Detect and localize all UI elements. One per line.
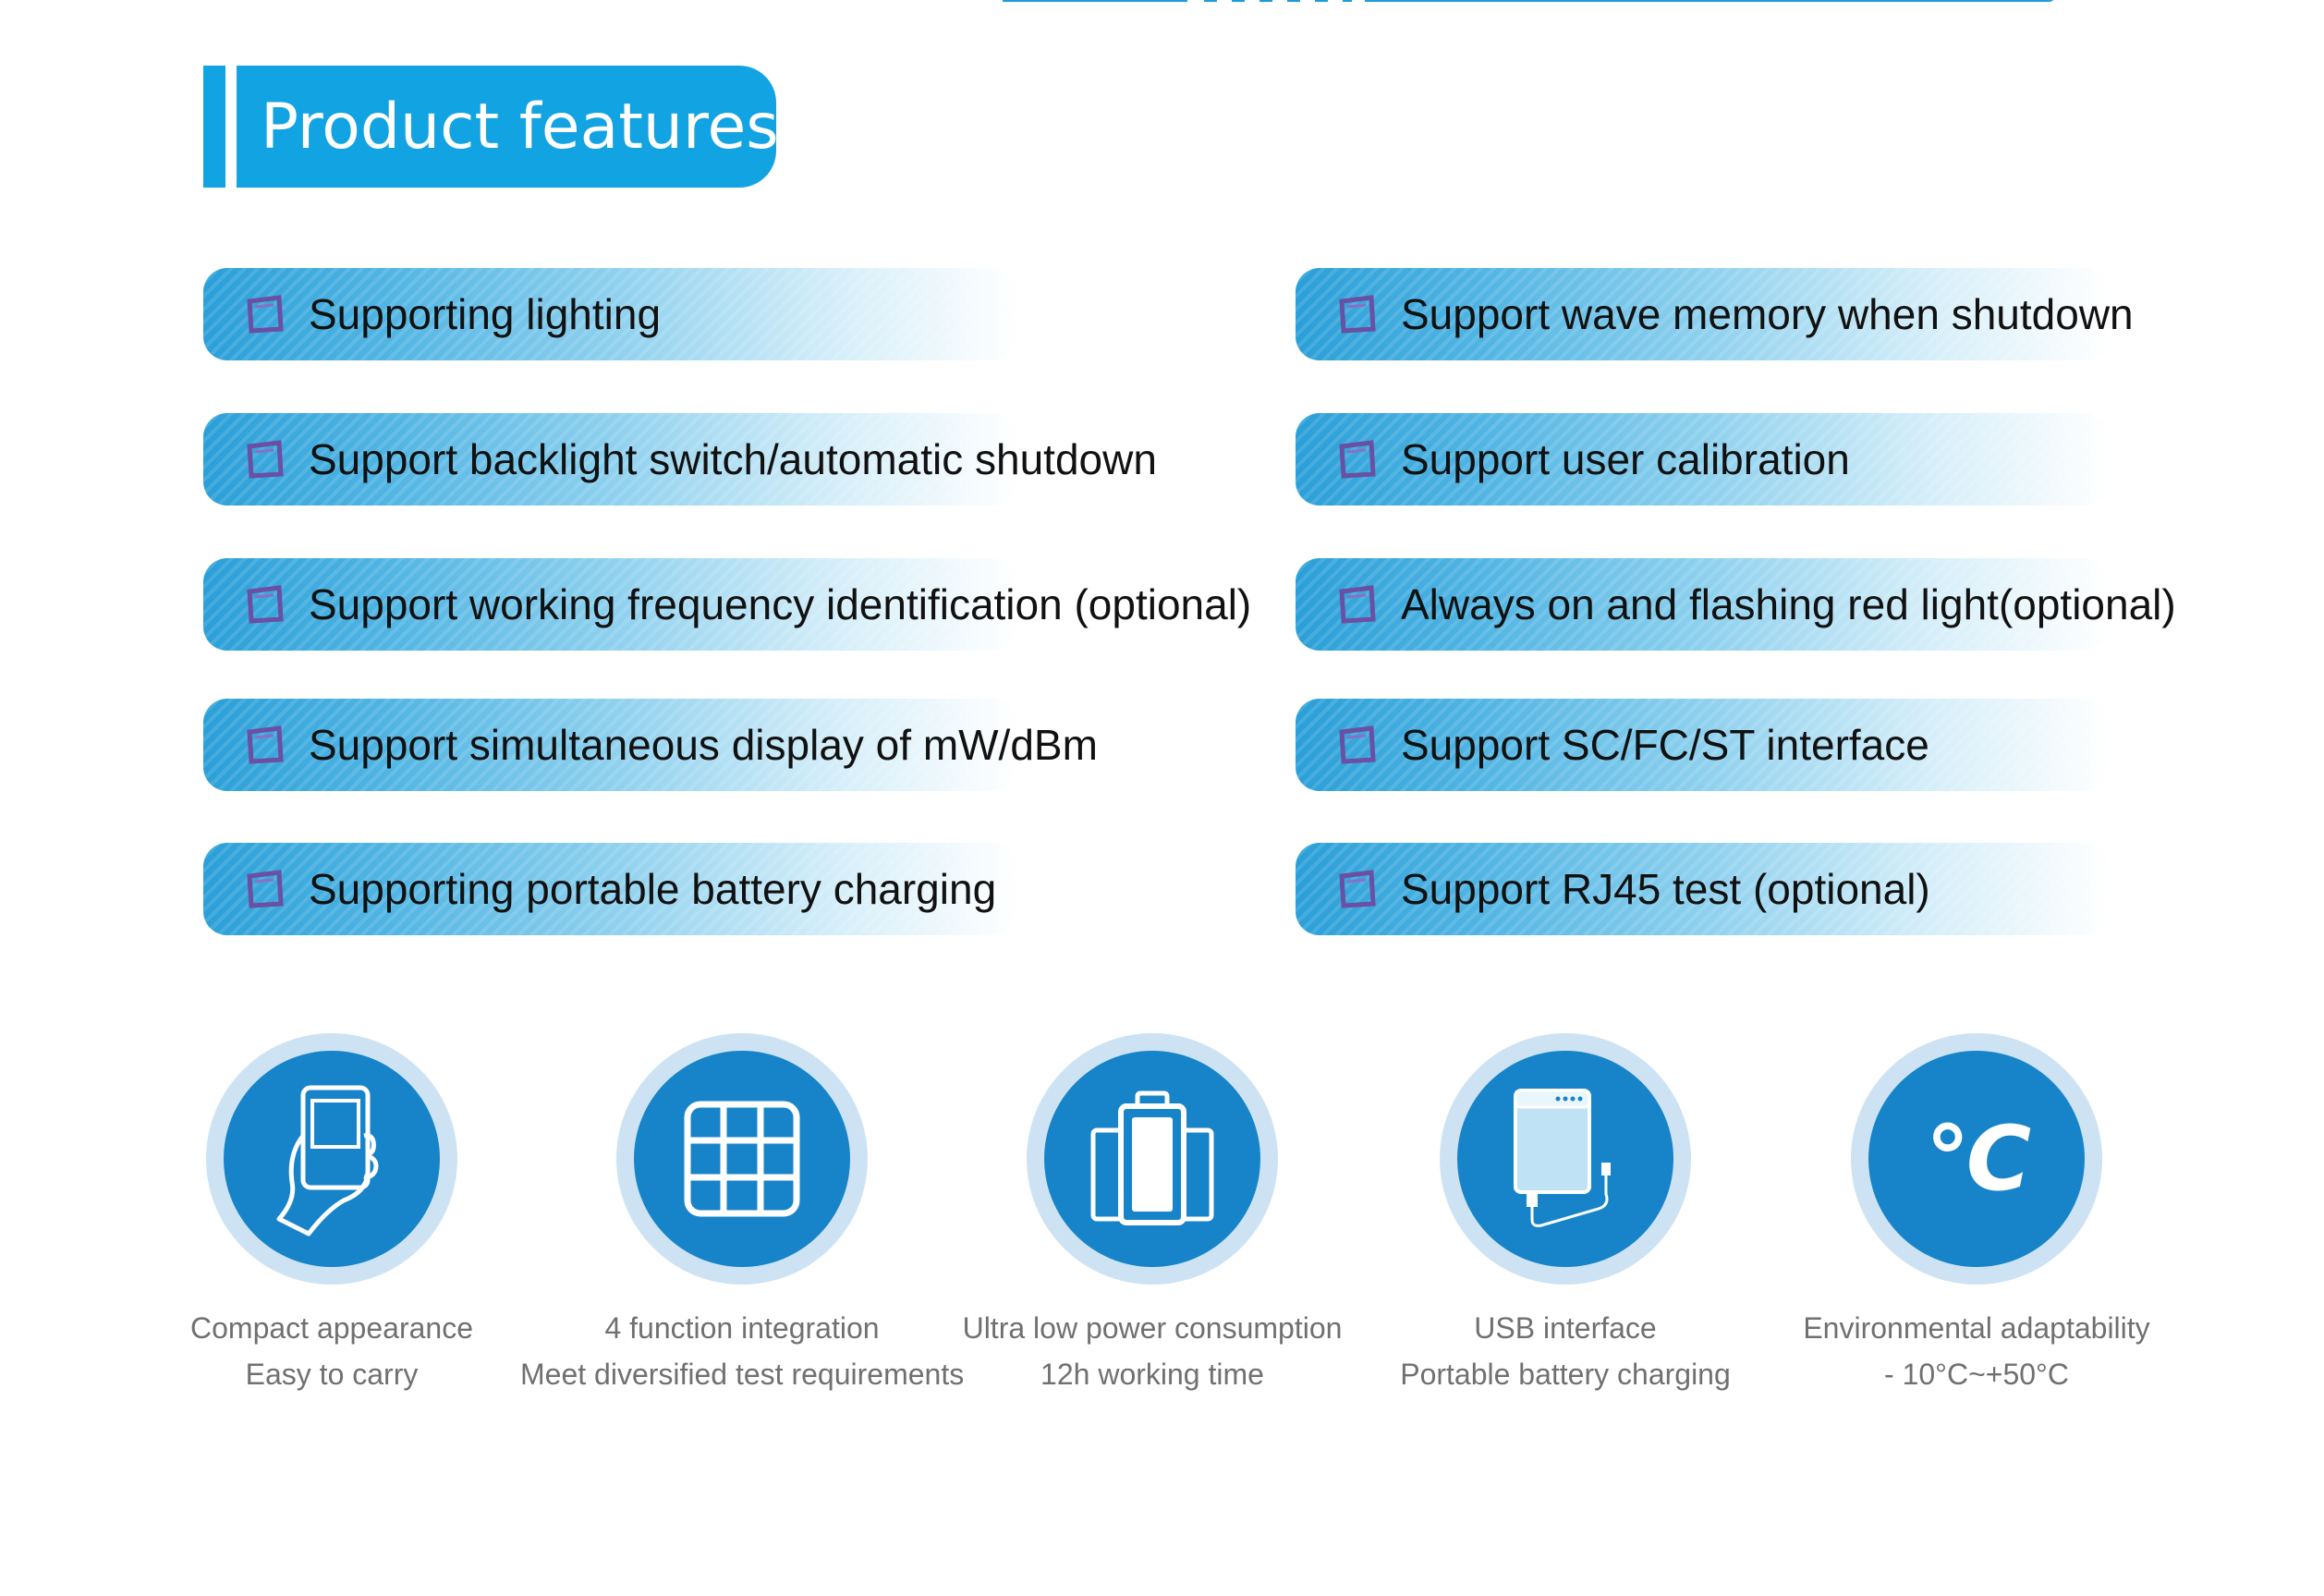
frame-icon: [247, 585, 284, 624]
feature-item: Support simultaneous display of mW/dBm: [203, 699, 1098, 791]
frame-icon: [1339, 870, 1376, 908]
frame-icon: [1339, 440, 1376, 479]
feature-label: Supporting portable battery charging: [309, 865, 997, 913]
frame-icon: [247, 725, 284, 764]
feature-label: Support RJ45 test (optional): [1401, 865, 1930, 913]
temperature-icon: °C: [1925, 1107, 2031, 1211]
header-accent-bar: [203, 66, 225, 188]
highlight-usb: USB interface Portable battery charging: [1344, 1033, 1787, 1397]
feature-item: Supporting lighting: [203, 268, 1016, 360]
frame-icon: [247, 870, 284, 908]
feature-item: Support RJ45 test (optional): [1296, 843, 2109, 935]
hand-phone-icon: [276, 1085, 379, 1237]
highlight-line1: 4 function integration: [604, 1311, 880, 1345]
feature-item: Supporting portable battery charging: [203, 843, 1016, 935]
frame-icon: [1339, 725, 1376, 764]
highlight-line2: - 10°C~+50°C: [1884, 1358, 2069, 1391]
section-title: Product features: [261, 90, 779, 164]
highlight-line1: Compact appearance: [190, 1311, 473, 1345]
frame-icon: [1339, 295, 1376, 334]
battery-icon: [1090, 1090, 1214, 1225]
feature-label: Support SC/FC/ST interface: [1401, 721, 1929, 769]
highlight-line1: USB interface: [1474, 1311, 1657, 1345]
feature-label: Support simultaneous display of mW/dBm: [309, 721, 1098, 769]
highlight-compact: Compact appearance Easy to carry: [110, 1033, 554, 1397]
power-bank-icon: [1514, 1089, 1611, 1227]
highlight-line2: 12h working time: [1040, 1358, 1264, 1391]
frame-icon: [247, 440, 284, 479]
feature-item: Support working frequency identification…: [203, 558, 1251, 651]
feature-item: Support SC/FC/ST interface: [1296, 699, 2109, 791]
feature-item: Support wave memory when shutdown: [1296, 268, 2134, 360]
feature-label: Support user calibration: [1401, 435, 1850, 483]
highlight-line1: Environmental adaptability: [1803, 1311, 2150, 1345]
feature-item: Support user calibration: [1296, 413, 2109, 506]
highlight-line1: Ultra low power consumption: [962, 1311, 1343, 1345]
feature-label: Support wave memory when shutdown: [1401, 290, 2134, 338]
feature-item: Support backlight switch/automatic shutd…: [203, 413, 1157, 506]
feature-label: Support working frequency identification…: [309, 580, 1252, 628]
feature-label: Support backlight switch/automatic shutd…: [309, 435, 1157, 483]
frame-icon: [247, 295, 284, 334]
highlight-line2: Meet diversified test requirements: [520, 1358, 965, 1391]
frame-icon: [1339, 585, 1376, 624]
highlight-power: Ultra low power consumption 12h working …: [931, 1033, 1374, 1397]
feature-label: Supporting lighting: [309, 290, 662, 338]
top-decoration: [1003, 0, 2056, 2]
highlight-integration: 4 function integration Meet diversified …: [520, 1033, 964, 1397]
highlight-line2: Easy to carry: [245, 1358, 419, 1391]
section-header: Product features: [237, 66, 779, 188]
feature-label: Always on and flashing red light(optiona…: [1401, 580, 2176, 628]
grid-icon: [684, 1101, 800, 1217]
highlight-line2: Portable battery charging: [1400, 1358, 1731, 1391]
highlight-environment: °C Environmental adaptability - 10°C~+50…: [1755, 1033, 2198, 1397]
feature-item: Always on and flashing red light(optiona…: [1296, 558, 2176, 651]
